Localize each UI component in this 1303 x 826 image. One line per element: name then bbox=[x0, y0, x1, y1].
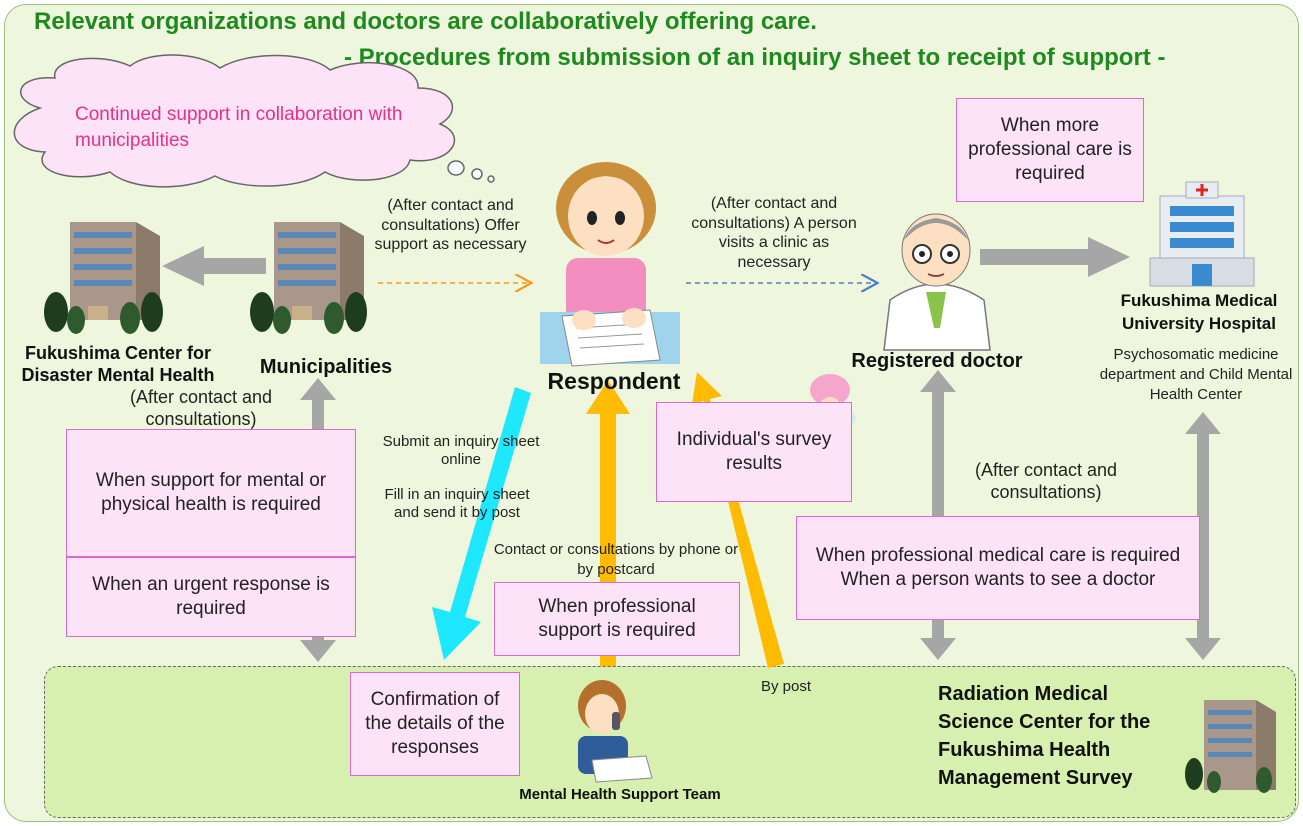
label-hospital-dept: Psychosomatic medicine department and Ch… bbox=[1099, 346, 1293, 403]
box-more-professional-care: When more professional care is required bbox=[956, 98, 1144, 202]
box-professional-support: When professional support is required bbox=[494, 582, 740, 656]
label-after-contact-right: (After contact and consultations) bbox=[974, 460, 1118, 502]
box-survey-results: Individual's survey results bbox=[656, 402, 852, 502]
label-submit-online: Submit an inquiry sheet online bbox=[382, 433, 540, 468]
building-icon-radiation-center bbox=[1185, 700, 1276, 793]
doctor-icon bbox=[883, 213, 991, 351]
label-fukushima-center: Fukushima Center for Disaster Mental Hea… bbox=[21, 343, 215, 385]
label-visit-clinic: (After contact and consultations) A pers… bbox=[691, 195, 857, 271]
label-offer-support: (After contact and consultations) Offer … bbox=[374, 197, 527, 254]
arrow-doctor-to-hospital bbox=[980, 237, 1130, 277]
box-support-health: When support for mental or physical heal… bbox=[66, 429, 356, 557]
label-registered-doctor: Registered doctor bbox=[851, 350, 1023, 372]
box-professional-medical-care: When professional medical care is requir… bbox=[796, 516, 1200, 620]
building-icon-municipalities bbox=[250, 222, 367, 334]
label-after-contact-left: (After contact and consultations) bbox=[129, 387, 273, 429]
box-urgent-response: When an urgent response is required bbox=[66, 557, 356, 637]
label-support-team: Mental Health Support Team bbox=[519, 786, 721, 803]
title-line-2: - Procedures from submission of an inqui… bbox=[344, 44, 1166, 71]
radiation-center-band bbox=[44, 666, 1296, 818]
building-icon-center bbox=[44, 222, 163, 334]
label-respondent: Respondent bbox=[547, 368, 681, 394]
title-line-1: Relevant organizations and doctors are c… bbox=[34, 8, 817, 35]
label-fill-post: Fill in an inquiry sheet and send it by … bbox=[384, 486, 530, 521]
arrow-hospital-team bbox=[1185, 412, 1221, 660]
label-contact-phone: Contact or consultations by phone or by … bbox=[493, 541, 739, 578]
operator-icon bbox=[578, 680, 653, 783]
cloud-text: Continued support in collaboration with … bbox=[75, 104, 403, 151]
label-hospital-name: Fukushima Medical University Hospital bbox=[1120, 291, 1278, 333]
label-radiation-center: Radiation Medical Science Center for the… bbox=[938, 683, 1151, 789]
arrow-muni-to-center bbox=[162, 246, 266, 286]
box-confirmation: Confirmation of the details of the respo… bbox=[350, 672, 520, 776]
yellow-arrow-contact bbox=[586, 380, 630, 666]
arrow-doctor-team bbox=[920, 370, 956, 660]
respondent-icon bbox=[540, 162, 680, 367]
label-municipalities: Municipalities bbox=[259, 356, 393, 378]
cyan-arrow-inquiry bbox=[432, 387, 531, 660]
hospital-icon bbox=[1149, 181, 1255, 287]
label-by-post: By post bbox=[760, 678, 812, 695]
thought-cloud bbox=[13, 54, 495, 188]
